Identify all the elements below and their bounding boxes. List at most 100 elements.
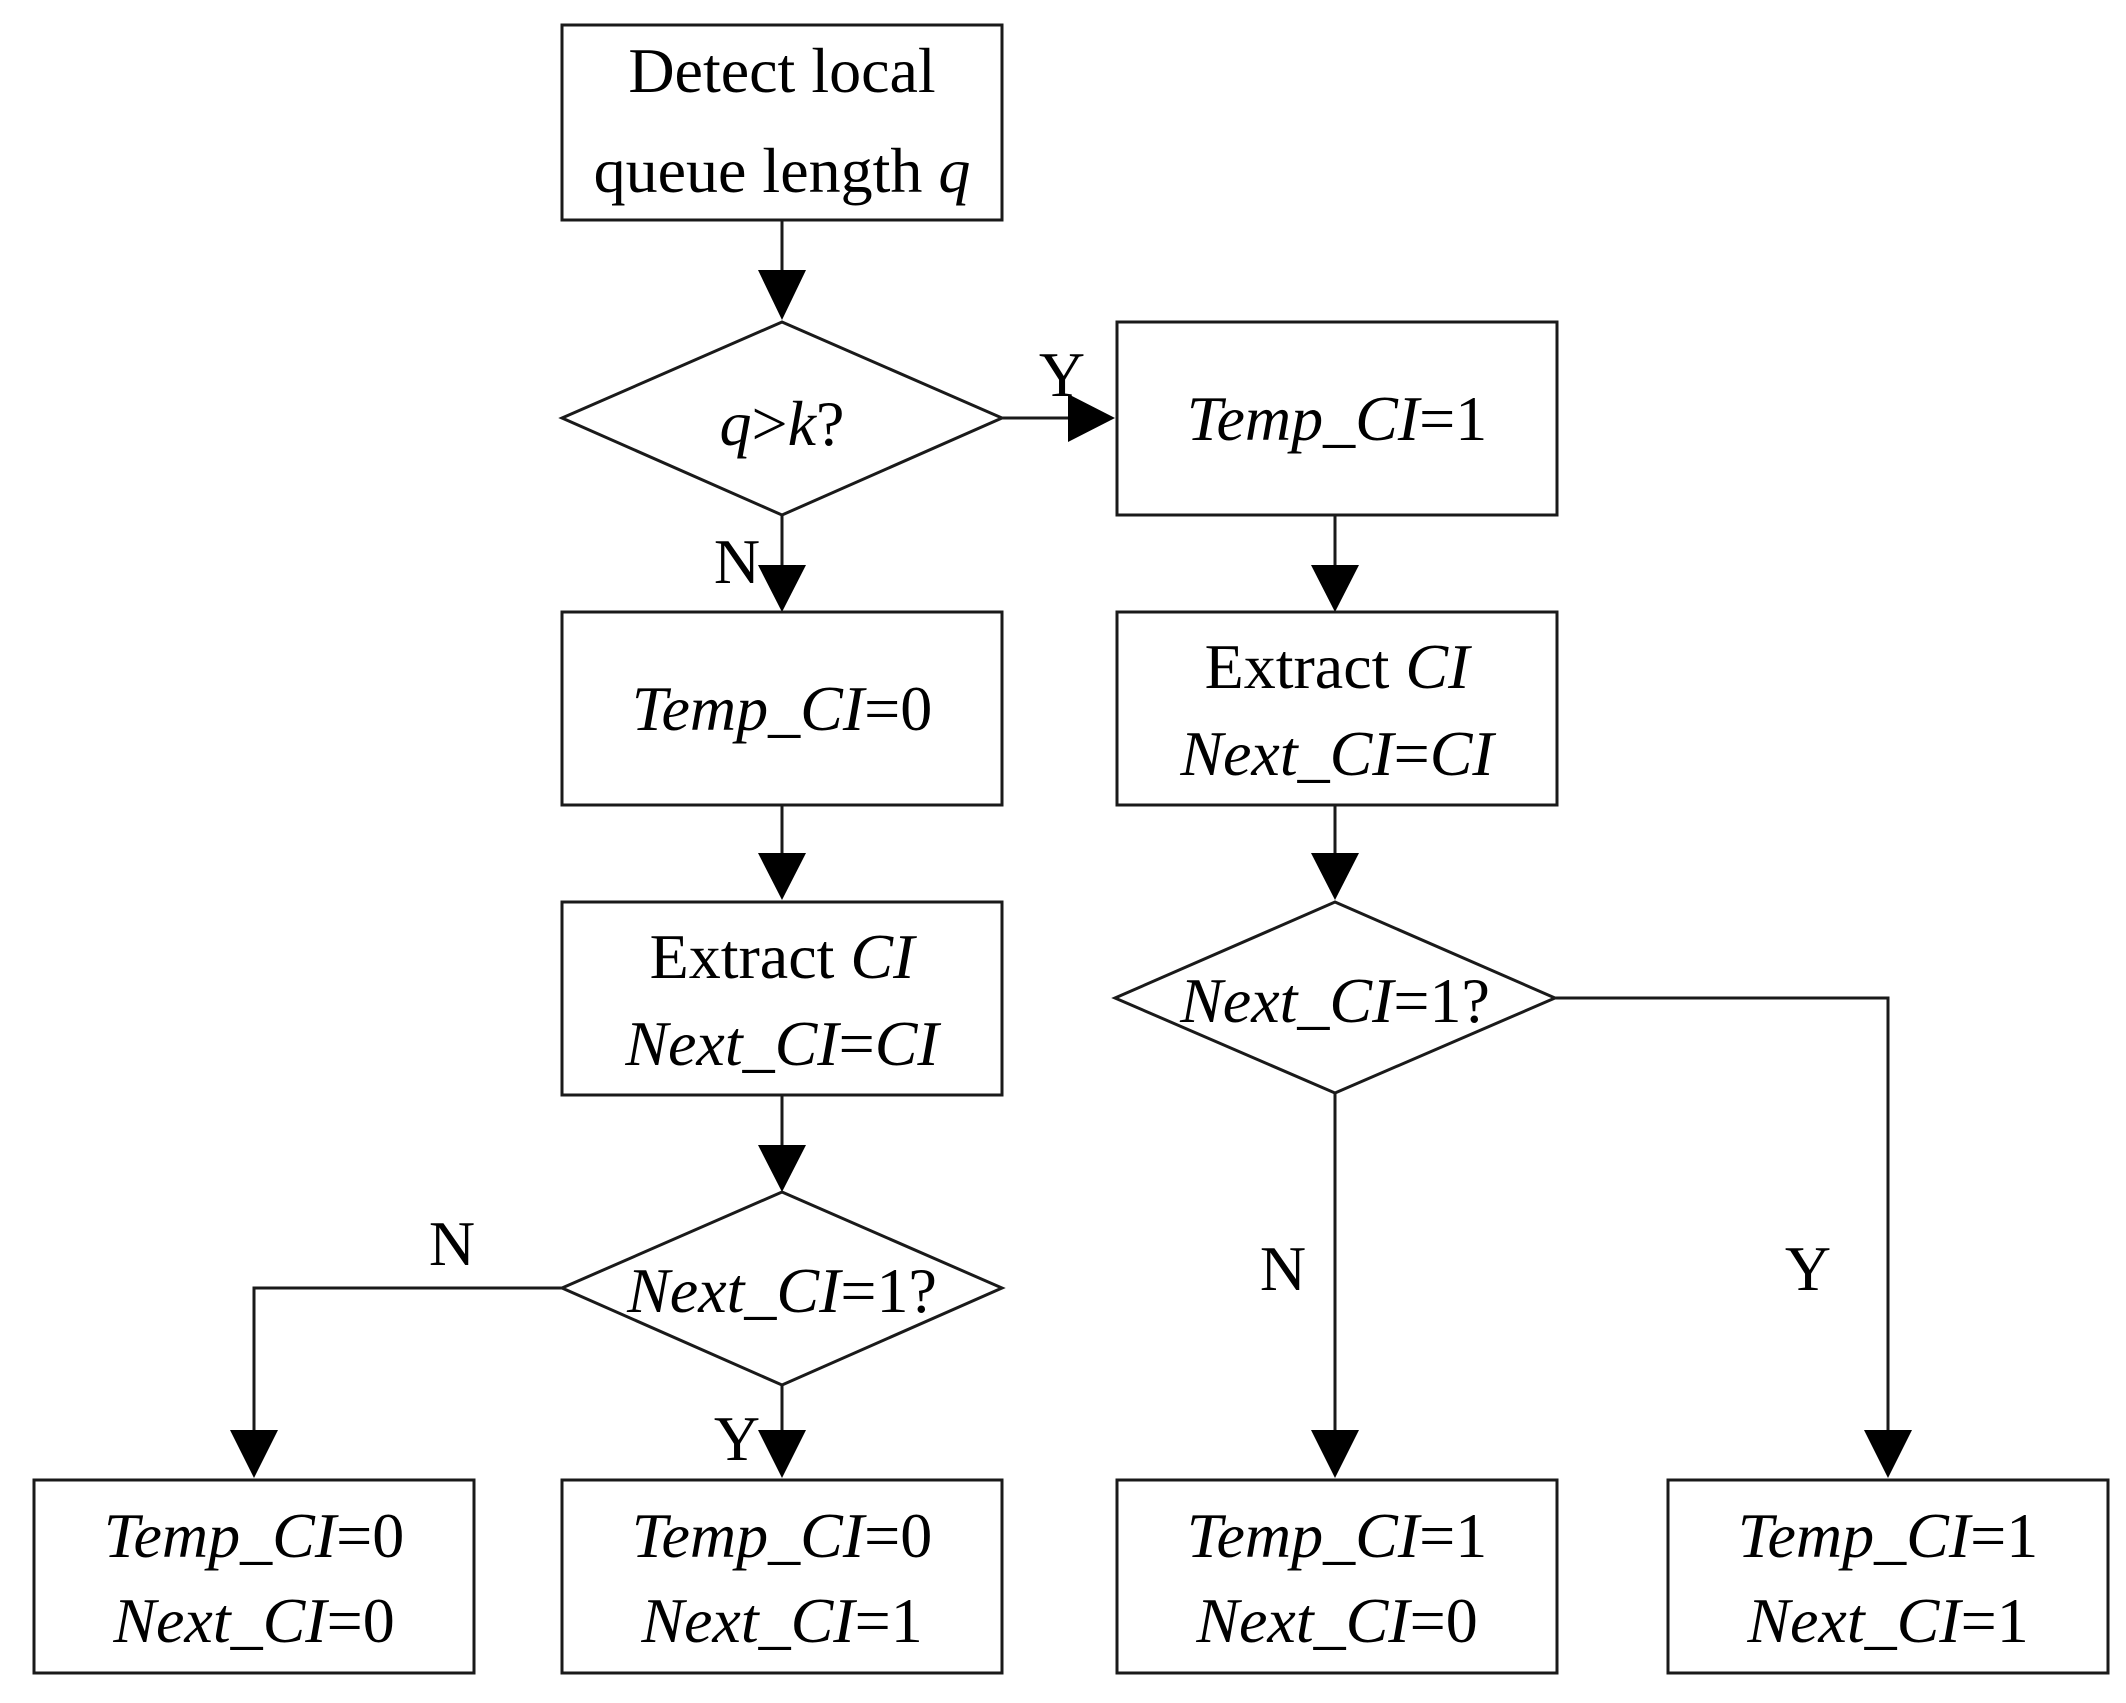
node-text: Temp_CI=0 — [632, 673, 932, 744]
node-result-temp1-next0: Temp_CI=1 Next_CI=0 — [1115, 1478, 1559, 1675]
operator: > — [752, 388, 788, 459]
process-box — [32, 1478, 476, 1675]
label-left-no: N — [429, 1208, 475, 1279]
arrow-head — [1068, 394, 1115, 442]
variable-temp-ci: Temp_CI — [1738, 1500, 1973, 1571]
variable-temp-ci: Temp_CI — [1187, 383, 1422, 454]
variable-next-ci: Next_CI — [1179, 965, 1396, 1036]
variable-next-ci: Next_CI — [1179, 718, 1396, 789]
arrow-head — [1311, 1430, 1359, 1478]
variable-temp-ci: Temp_CI — [104, 1500, 339, 1571]
variable-ci: CI — [1430, 718, 1497, 789]
node-text-line1: Detect local — [628, 35, 935, 106]
arrow-head — [758, 270, 806, 320]
decision-diamond — [558, 320, 1006, 517]
text-span: = — [839, 1008, 875, 1079]
node-temp-ci-1: Temp_CI=1 — [1115, 320, 1559, 517]
label-right-no: N — [1260, 1233, 1306, 1304]
variable-next-ci: Next_CI — [1195, 1585, 1412, 1656]
arrow-head — [1311, 853, 1359, 900]
variable-ci: CI — [1405, 631, 1472, 702]
process-box — [1115, 1478, 1559, 1675]
text-span: =0 — [864, 1500, 932, 1571]
decision-q-greater-k: q>k? — [558, 320, 1006, 517]
variable-k: k — [788, 388, 818, 459]
node-text: Temp_CI=1 — [1187, 383, 1487, 454]
arrow-head — [758, 1145, 806, 1192]
text-span: =1 — [1419, 1500, 1487, 1571]
node-text-line1: Temp_CI=0 — [104, 1500, 404, 1571]
decision-text: Next_CI=1? — [1179, 965, 1490, 1036]
decision-next-ci-right: Next_CI=1? — [1111, 900, 1559, 1095]
arrow-head — [1864, 1430, 1912, 1478]
node-text-line2: Next_CI=0 — [112, 1585, 394, 1656]
arrow-head — [758, 565, 806, 612]
variable-next-ci: Next_CI — [624, 1008, 841, 1079]
node-text-line2: Next_CI=0 — [1195, 1585, 1477, 1656]
text-span: =1 — [1419, 383, 1487, 454]
text-span: = — [1394, 718, 1430, 789]
node-extract-ci-right: Extract CI Next_CI=CI — [1115, 610, 1559, 807]
text-span: =1 — [1961, 1585, 2029, 1656]
process-box — [560, 1478, 1004, 1675]
process-box — [560, 900, 1004, 1097]
process-box — [560, 23, 1004, 222]
connectors — [230, 220, 1912, 1478]
variable-q: q — [720, 388, 752, 459]
label-left-yes: Y — [714, 1403, 760, 1474]
decision-next-ci-left: Next_CI=1? — [558, 1190, 1006, 1387]
node-text-line2: Next_CI=1 — [640, 1585, 922, 1656]
variable-next-ci: Next_CI — [1746, 1585, 1963, 1656]
variable-temp-ci: Temp_CI — [632, 673, 867, 744]
arrow-head — [1311, 565, 1359, 612]
text-span: ? — [816, 388, 844, 459]
node-text-line1: Temp_CI=1 — [1187, 1500, 1487, 1571]
arrow-head — [230, 1430, 278, 1478]
label-qk-no: N — [714, 526, 760, 597]
variable-next-ci: Next_CI — [112, 1585, 329, 1656]
text-span: Extract — [1205, 631, 1406, 702]
text-span: =0 — [336, 1500, 404, 1571]
node-detect-queue: Detect local queue length q — [560, 23, 1004, 222]
node-text-line1: Extract CI — [1205, 631, 1472, 702]
text-span: =1? — [840, 1255, 937, 1326]
node-result-temp0-next0: Temp_CI=0 Next_CI=0 — [32, 1478, 476, 1675]
node-extract-ci-left: Extract CI Next_CI=CI — [560, 900, 1004, 1097]
node-text-line1: Temp_CI=1 — [1738, 1500, 2038, 1571]
arrow-head — [758, 853, 806, 900]
text-span: =0 — [864, 673, 932, 744]
arrow-head — [758, 1430, 806, 1478]
edge-left-no — [252, 1286, 562, 1430]
variable-next-ci: Next_CI — [640, 1585, 857, 1656]
label-qk-yes: Y — [1039, 339, 1085, 410]
text-span: queue length — [594, 135, 939, 206]
variable-next-ci: Next_CI — [626, 1255, 843, 1326]
node-text-line2: Next_CI=CI — [1179, 718, 1496, 789]
node-result-temp0-next1: Temp_CI=0 Next_CI=1 — [560, 1478, 1004, 1675]
decision-text: q>k? — [720, 388, 845, 459]
node-text-line2: Next_CI=CI — [624, 1008, 941, 1079]
variable-q: q — [938, 135, 970, 206]
node-result-temp1-next1: Temp_CI=1 Next_CI=1 — [1666, 1478, 2110, 1675]
decision-diamond — [558, 1190, 1006, 1387]
variable-ci: CI — [875, 1008, 942, 1079]
node-text-line1: Extract CI — [650, 921, 917, 992]
variable-ci: CI — [850, 921, 917, 992]
text-span: =0 — [1410, 1585, 1478, 1656]
edge-right-yes — [1552, 996, 1890, 1430]
variable-temp-ci: Temp_CI — [1187, 1500, 1422, 1571]
label-right-yes: Y — [1785, 1233, 1831, 1304]
text-span: =1 — [855, 1585, 923, 1656]
decision-diamond — [1111, 900, 1559, 1095]
process-box — [560, 610, 1004, 807]
process-box — [1115, 610, 1559, 807]
node-text-line2: Next_CI=1 — [1746, 1585, 2028, 1656]
node-text-line2: queue length q — [594, 135, 971, 206]
node-temp-ci-0: Temp_CI=0 — [560, 610, 1004, 807]
node-text-line1: Temp_CI=0 — [632, 1500, 932, 1571]
process-box — [1115, 320, 1559, 517]
text-span: =0 — [327, 1585, 395, 1656]
edge-labels: Y N N Y N Y — [429, 339, 1831, 1474]
text-span: Extract — [650, 921, 851, 992]
